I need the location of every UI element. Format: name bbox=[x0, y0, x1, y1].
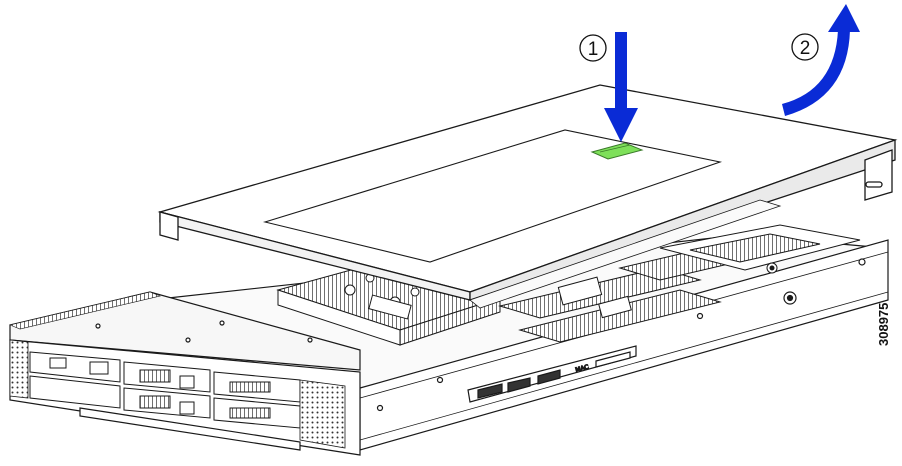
cover-label-area bbox=[262, 129, 723, 263]
front-handle bbox=[79, 407, 301, 451]
top-cover bbox=[157, 84, 898, 309]
callout-1: 1 bbox=[579, 34, 607, 62]
svg-text:2: 2 bbox=[800, 38, 811, 59]
cpu-heatsink bbox=[276, 261, 502, 346]
svg-text:1: 1 bbox=[588, 39, 599, 60]
step-1-arrow bbox=[604, 32, 638, 142]
drive-bays bbox=[29, 351, 301, 429]
serial-label-strip: MAC bbox=[467, 345, 637, 403]
figure-id: 308975 bbox=[876, 303, 891, 346]
internal-components bbox=[276, 224, 861, 346]
cover-latch-button[interactable] bbox=[590, 142, 644, 160]
cover-side-lip bbox=[469, 139, 896, 301]
callout-2: 2 bbox=[791, 33, 819, 61]
mac-label: MAC bbox=[575, 364, 590, 374]
step-2-arrow bbox=[782, 4, 860, 116]
